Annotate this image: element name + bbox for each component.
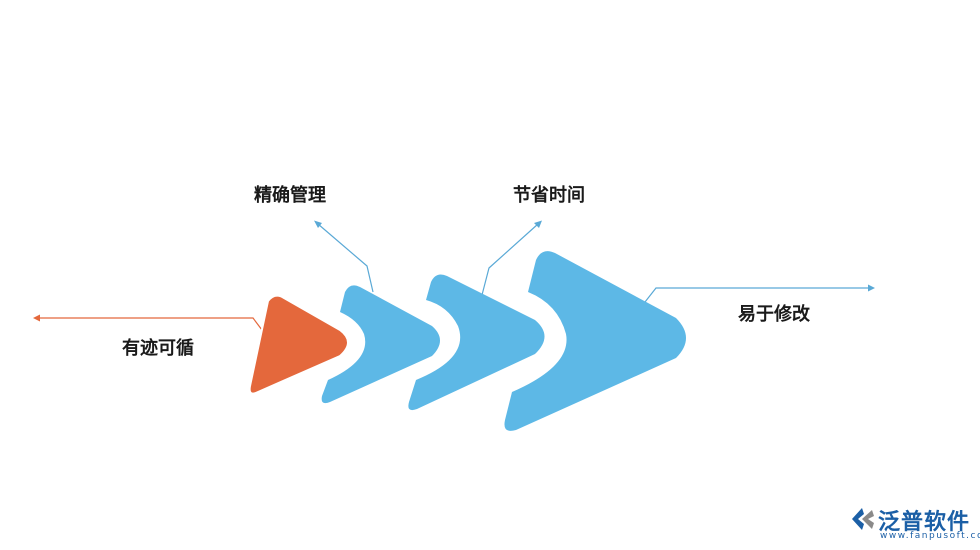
blue-chevron-2 bbox=[408, 274, 545, 411]
connector-right bbox=[644, 284, 875, 303]
connector-left bbox=[33, 314, 263, 331]
blue-chevron-1 bbox=[321, 285, 440, 404]
brand-logo-icon bbox=[852, 508, 874, 530]
brand-logo: 泛普软件 www.fanpusoft.com bbox=[848, 504, 980, 546]
blue-chevron-3 bbox=[504, 251, 686, 431]
orange-triangle-shape bbox=[248, 294, 349, 395]
label-precise-management: 精确管理 bbox=[254, 185, 326, 206]
brand-name: 泛普软件 bbox=[878, 510, 971, 535]
label-save-time: 节省时间 bbox=[513, 185, 585, 206]
label-easy-to-modify: 易于修改 bbox=[738, 304, 810, 325]
brand-url: www.fanpusoft.com bbox=[880, 531, 980, 541]
connector-top-second bbox=[481, 220, 542, 296]
connector-top-first bbox=[314, 220, 374, 293]
label-traceable: 有迹可循 bbox=[122, 338, 194, 359]
